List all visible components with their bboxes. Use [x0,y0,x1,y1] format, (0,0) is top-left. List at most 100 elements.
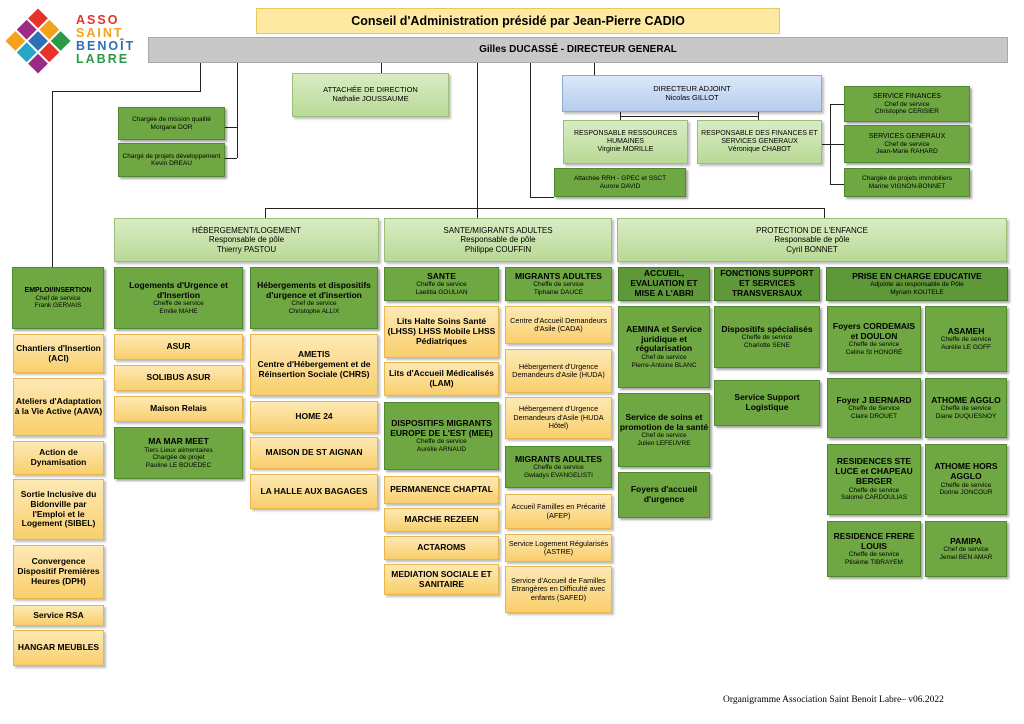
sante-title: SANTE [427,270,456,281]
pole2-sub: Responsable de pôle [460,235,536,245]
athomehors-name: Dorine JONCOUR [939,489,993,497]
sfin-title: SERVICE FINANCES [873,92,941,100]
pamipa-name: Jemel BEN AMAR [939,553,993,561]
emploi-insertion-box: EMPLOI/INSERTION Chef de service Frank G… [12,267,104,329]
prise-en-charge-box: PRISE EN CHARGE EDUCATIVE Adjointe au re… [826,267,1008,301]
emploi-item-label: Chantiers d'Insertion (ACI) [16,342,101,363]
mig1-item-label: Hébergement d'Urgence Demandeurs d'Asile… [512,361,605,379]
projets-name: Kevin DREAU [151,160,192,167]
logo-line-3: BENOÎT [76,39,136,53]
steluce-sub: Cheffe de service [848,486,900,494]
athome-hors-agglo-box: ATHOME HORS AGGLO Cheffe de service Dori… [925,444,1007,515]
athome-sub: Cheffe de service [940,405,992,413]
attachee-direction-box: ATTACHÉE DE DIRECTION Nathalie JOUSSAUME [292,73,449,117]
mamar-title: MA MAR MEET [148,435,209,446]
lu-name: Emilie MAHE [159,307,198,315]
hebergements-dispositifs-box: Hébergements et dispositifs d'urgence et… [250,267,378,329]
mee-sub: Cheffe de service [416,438,467,446]
cordemais-sub: Cheffe de service [848,341,900,349]
asameh-name: Aurélie LE GOFF [941,343,991,351]
mig2-item: Accueil Familles en Précarité (AFEP) [505,494,612,529]
pole1-title: HÉBERGEMENT/LOGEMENT [192,226,301,236]
pamipa-box: PAMIPA Chef de service Jemel BEN AMAR [925,521,1007,577]
pamipa-title: PAMIPA [950,535,982,546]
adjoint-name: Nicolas GILLOT [665,92,719,102]
mee-item-label: MARCHE REZEEN [404,514,479,525]
mee-item-label: ACTAROMS [417,542,466,553]
heb-item-label: MAISON DE ST AIGNAN [265,447,363,458]
mig1-sub: Cheffe de service [533,281,584,289]
lu-item: SOLIBUS ASUR [114,365,243,391]
rrh-title: RESPONSABLE RESSOURCES HUMAINES [573,129,678,145]
mee-item-label: MEDIATION SOCIALE ET SANITAIRE [391,568,492,589]
asameh-title: ASAMEH [947,325,985,336]
rfin-title: RESPONSABLE DES FINANCES ET SERVICES GEN… [701,129,818,145]
mee-title: DISPOSITIFS MIGRANTS EUROPE DE L'EST (ME… [390,417,493,438]
logo-line-4: LABRE [76,52,130,66]
logo-line-1: ASSO [76,13,120,27]
pole-sante-box: SANTE/MIGRANTS ADULTES Responsable de pô… [384,218,612,262]
asameh-sub: Cheffe de service [940,336,992,344]
mig2-item-label: Service Logement Régularisés (ASTRE) [508,538,609,556]
lu-item-label: Maison Relais [150,403,207,414]
frere-name: Ptisème TIBRAYEM [845,558,903,566]
cordemais-box: Foyers CORDEMAIS et DOULON Cheffe de ser… [827,306,921,372]
rrh-name: Virginie MORILLE [597,146,654,154]
mig1-item: Centre d'Accueil Demandeurs d'Asile (CAD… [505,306,612,344]
mee-item: MARCHE REZEEN [384,508,499,532]
mig1-item: Hébergement d'Urgence Demandeurs d'Asile… [505,349,612,393]
emploi-item-label: Sortie Inclusive du Bidonville par l'Emp… [20,488,97,529]
ssl-label: Service Support Logistique [734,392,800,412]
pole3-sub: Responsable de pôle [774,235,850,245]
soins-title: Service de soins et promotion de la sant… [619,411,709,432]
foyers-label: Foyers d'accueil d'urgence [630,484,698,504]
services-generaux-box: SERVICES GENERAUX Chef de service Jean-M… [844,125,970,163]
jbernard-title: Foyer J BERNARD [836,394,912,405]
support-logistique-box: Service Support Logistique [714,380,820,426]
attrh-name: Aurore DAVID [599,182,641,190]
sgen-title: SERVICES GENERAUX [868,132,946,140]
emploi-title: EMPLOI/INSERTION [24,286,92,294]
migrants-adultes-2-box: MIGRANTS ADULTES Cheffe de service Gwlad… [505,446,612,488]
pce-title: PRISE EN CHARGE EDUCATIVE [852,270,982,281]
pole3-title: PROTECTION DE L'ENFANCE [756,226,868,236]
footer-caption: Organigramme Association Saint Benoit La… [723,695,944,705]
mig1-item-label: Centre d'Accueil Demandeurs d'Asile (CAD… [510,315,607,333]
adjoint-title: DIRECTEUR ADJOINT [653,83,731,93]
lam-label: Lits d'Accueil Médicalisés (LAM) [388,368,494,388]
rfin-box: RESPONSABLE DES FINANCES ET SERVICES GEN… [697,120,822,164]
emploi-item-label: Convergence Dispositif Premières Heures … [17,556,100,586]
athome-agglo-box: ATHOME AGGLO Cheffe de service Diane DUQ… [925,378,1007,438]
steluce-box: RESIDENCES STE LUCE et CHAPEAU BERGER Ch… [827,444,921,515]
mig2-name: Gwladys EVANGELISTI [524,471,593,479]
mig2-item: Service d'Accueil de Familles Etrangères… [505,566,612,613]
board-label: Conseil d'Administration présidé par Jea… [351,13,685,28]
mig2-item-label: Service d'Accueil de Familles Etrangères… [511,575,606,602]
mig1-name: Tiphaine DAUCE [533,288,584,296]
attachee-name: Nathalie JOUSSAUME [332,94,409,103]
dspec-title: Dispositifs spécialisés [721,323,813,334]
rfin-name: Véronique CHABOT [727,146,792,154]
accueil-evaluation-box: ACCUEIL, EVALUATION ET MISE A L'ABRI [618,267,710,301]
athomehors-title: ATHOME HORS AGGLO [934,461,998,482]
lhss-label: Lits Halte Soins Santé (LHSS) LHSS Mobil… [387,316,496,346]
frere-louis-box: RESIDENCE FRERE LOUIS Cheffe de service … [827,521,921,577]
cordemais-title: Foyers CORDEMAIS et DOULON [832,320,916,341]
mission-qualite-box: Chargée de mission qualité Morgane DOR [118,107,225,140]
heb-item-label: LA HALLE AUX BAGAGES [260,485,368,496]
emploi-item-label: Service RSA [33,609,84,620]
steluce-title: RESIDENCES STE LUCE et CHAPEAU BERGER [835,456,913,486]
foyers-urgence-box: Foyers d'accueil d'urgence [618,472,710,518]
sante-name: Laetitia GOULIAN [415,288,468,296]
logements-urgence-box: Logements d'Urgence et d'Insertion Cheff… [114,267,243,329]
mission-title: Chargée de mission qualité [132,116,211,124]
pole2-name: Philippe COUFFIN [464,244,532,254]
attachee-title: ATTACHÉE DE DIRECTION [323,85,418,95]
emploi-item: Convergence Dispositif Premières Heures … [13,545,104,599]
mamar-name: Pauline LE BOUEDEC [145,461,212,469]
emploi-item: Action de Dynamisation [13,441,104,475]
emploi-sub: Chef de service [35,294,81,302]
fonctions-support-box: FONCTIONS SUPPORT ET SERVICES TRANSVERSA… [714,267,820,301]
athomehors-sub: Cheffe de service [940,481,992,489]
mig1-item: Hébergement d'Urgence Demandeurs d'Asile… [505,397,612,439]
